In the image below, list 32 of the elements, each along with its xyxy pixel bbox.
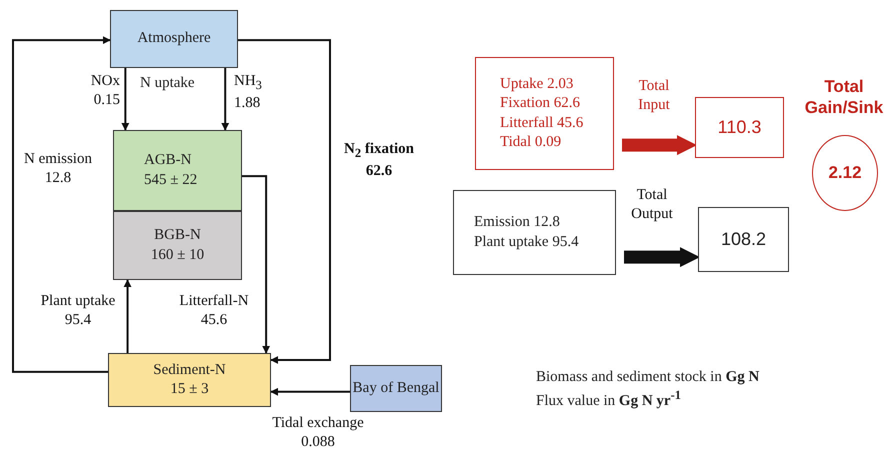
pool-box: BGB-N 160 ± 10 [113, 211, 242, 280]
total-box: 110.3 [695, 97, 784, 158]
arrow [270, 388, 350, 396]
edge-label: N$_{2}$ fixation 62.6 [342, 140, 415, 180]
edge-label: Total Output [630, 186, 674, 224]
arrow [221, 68, 230, 131]
edge-label: Litterfall-N 45.6 [178, 292, 250, 330]
edge-label: NH$_{3}$ 1.88 [234, 72, 263, 112]
flux-label: N uptake [140, 74, 195, 93]
arrow [124, 279, 132, 353]
arrow [12, 36, 111, 373]
edge-label: Plant uptake 95.4 [40, 292, 116, 330]
pool-box: Sediment-N 15 ± 3 [108, 353, 271, 407]
edge-label: NOx 0.15 [90, 72, 120, 110]
arrow [238, 39, 331, 364]
atmosphere-box: Atmosphere [110, 10, 238, 68]
pool-box: AGB-N 545 ± 22 [113, 130, 242, 211]
source-box: Bay of Bengal [350, 365, 442, 412]
note-text: Biomass and sediment stock in Gg N [536, 368, 760, 387]
arrow [121, 68, 130, 131]
output-list-box: Emission 12.8 Plant uptake 95.4 [453, 190, 616, 275]
block-arrow [624, 247, 700, 268]
block-arrow [622, 135, 697, 156]
edge-label: Tidal exchange 0.088 [271, 414, 365, 452]
result-circle: 2.12 [812, 135, 878, 211]
edge-label: Total Input [637, 77, 671, 114]
edge-label: N emission 12.8 [23, 150, 93, 188]
total-box: 108.2 [698, 207, 789, 272]
heading: Total Gain/Sink [804, 76, 884, 118]
input-list-box: Uptake 2.03 Fixation 62.6 Litterfall 45.6 Tidal 0.09 [475, 57, 614, 170]
note-text: Flux value in Gg N yr$^{-1}$ [536, 388, 682, 411]
arrow [242, 175, 270, 354]
